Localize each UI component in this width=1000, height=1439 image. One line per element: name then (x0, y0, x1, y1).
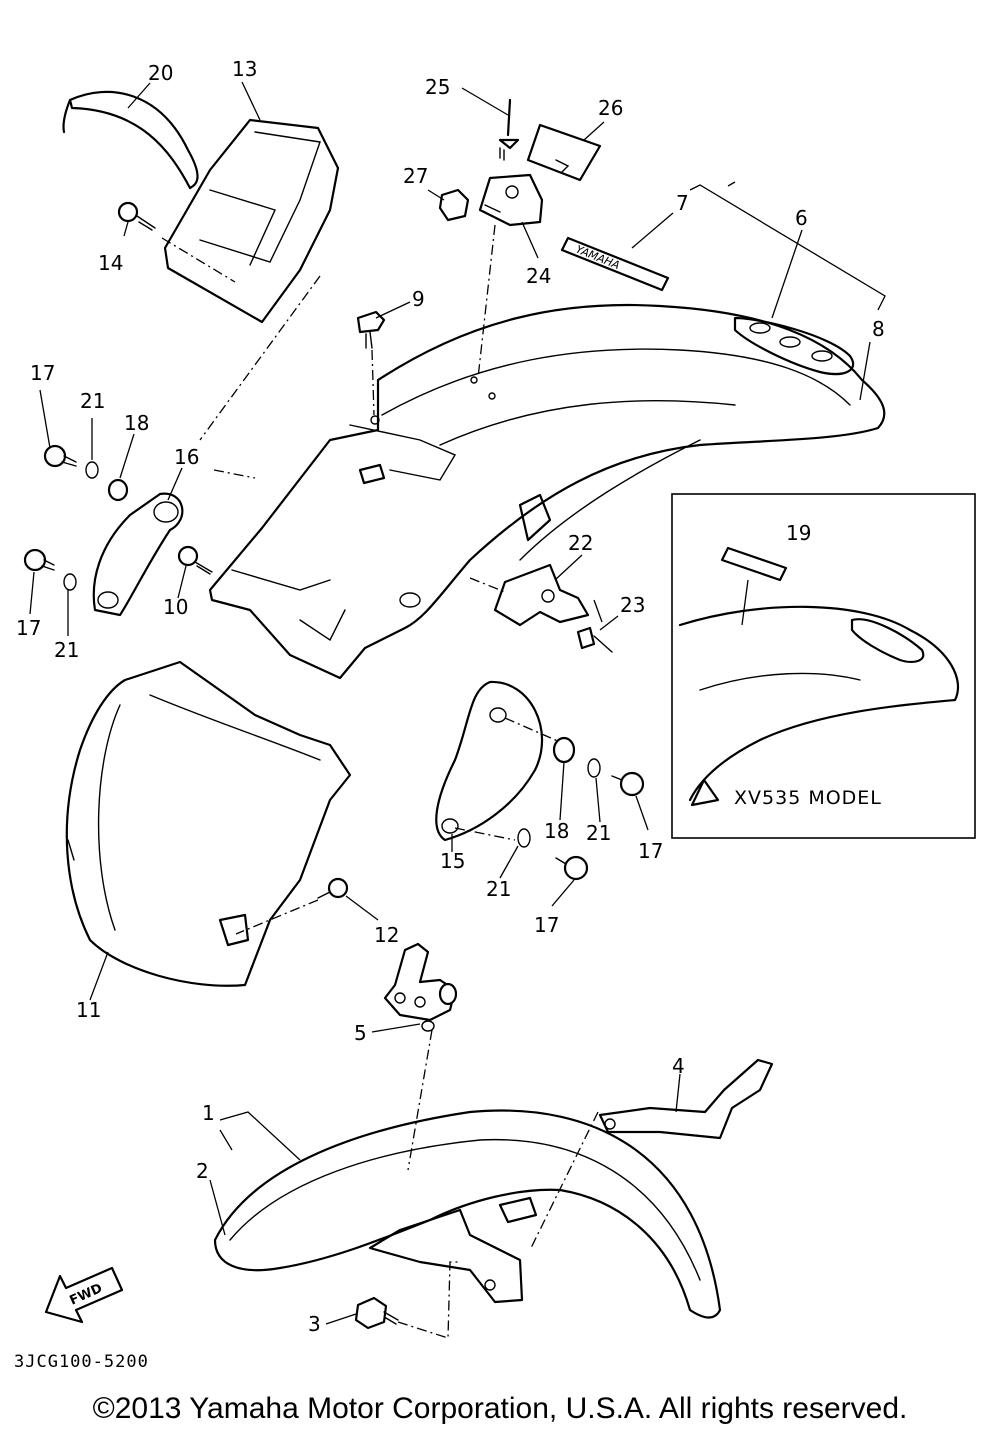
emblem-text: YAMAHA (574, 243, 622, 272)
part-20-seal (62, 90, 199, 190)
diagram-part-code: 3JCG100-5200 (14, 1352, 149, 1372)
callout-12: 12 (374, 923, 399, 947)
callout-11: 11 (76, 998, 101, 1022)
callout-21-a: 21 (80, 389, 105, 413)
callout-26: 26 (598, 96, 623, 120)
inset-xv535: XV535 MODEL (671, 493, 976, 839)
callout-23: 23 (620, 593, 645, 617)
callout-13: 13 (232, 57, 257, 81)
part-6-grab-pad (733, 316, 855, 376)
part-7-rear-fender (208, 303, 886, 680)
callout-5: 5 (354, 1021, 367, 1045)
part-12-bolt (317, 877, 349, 899)
part-18-collar-b (552, 736, 576, 764)
part-5-bracket (383, 942, 458, 1032)
callout-27: 27 (403, 164, 428, 188)
part-16-side-cover (92, 492, 184, 617)
callout-16: 16 (174, 445, 199, 469)
part-17-bolt-a (43, 444, 77, 468)
part-15-side-cover (435, 680, 544, 842)
part-21-washer-c (587, 758, 601, 778)
callout-9: 9 (412, 287, 425, 311)
copyright-notice: ©2013 Yamaha Motor Corporation, U.S.A. A… (92, 1392, 908, 1425)
callout-21-b: 21 (54, 638, 79, 662)
callout-17-c: 17 (638, 839, 663, 863)
callout-17-a: 17 (30, 361, 55, 385)
callout-10: 10 (163, 595, 188, 619)
callout-1: 1 (202, 1101, 215, 1125)
callout-18-a: 18 (124, 411, 149, 435)
part-21-washer-a (85, 461, 99, 479)
callout-21-d: 21 (486, 877, 511, 901)
part-1-front-fender (213, 1109, 722, 1319)
part-24-bracket (478, 173, 544, 227)
part-17-bolt-b (23, 548, 55, 572)
fwd-arrow-icon: FWD (44, 1266, 124, 1324)
part-26-reflector (526, 123, 602, 182)
callout-18-b: 18 (544, 819, 569, 843)
part-3-bolt (354, 1296, 399, 1330)
part-17-bolt-c (611, 771, 645, 797)
callout-25: 25 (425, 75, 450, 99)
callout-21-c: 21 (586, 821, 611, 845)
callout-8: 8 (872, 317, 885, 341)
callout-17-d: 17 (534, 913, 559, 937)
part-17-bolt-d (555, 855, 589, 881)
callout-3: 3 (308, 1312, 321, 1336)
callout-22: 22 (568, 531, 593, 555)
inset-caption: XV535 MODEL (734, 787, 882, 809)
part-7-emblem: YAMAHA (560, 236, 670, 292)
callout-17-b: 17 (16, 616, 41, 640)
callout-labels: 20 13 14 25 26 27 24 7 6 8 9 17 21 18 16… (16, 57, 885, 1336)
callout-4: 4 (672, 1054, 685, 1078)
part-21-washer-b (63, 573, 77, 591)
part-13-flap (163, 118, 340, 324)
callout-6: 6 (795, 206, 808, 230)
callout-2: 2 (196, 1159, 209, 1183)
leader-lines (29, 81, 886, 1325)
part-9-bolt (356, 310, 386, 349)
callout-14: 14 (98, 251, 123, 275)
callout-19: 19 (786, 521, 811, 545)
part-23-screw (576, 626, 613, 653)
part-18-collar-a (107, 478, 129, 502)
part-25-screw (498, 98, 520, 161)
part-21-washer-d (517, 828, 531, 848)
callout-20: 20 (148, 61, 173, 85)
callout-15: 15 (440, 849, 465, 873)
part-22-bracket (493, 563, 590, 627)
part-11-cover (65, 660, 352, 987)
part-10-bolt (177, 545, 213, 575)
part-14-bolt (117, 201, 156, 231)
callout-7: 7 (676, 191, 689, 215)
callout-24: 24 (526, 264, 551, 288)
part-4-stay (598, 1058, 774, 1140)
part-27-nut (438, 188, 470, 222)
